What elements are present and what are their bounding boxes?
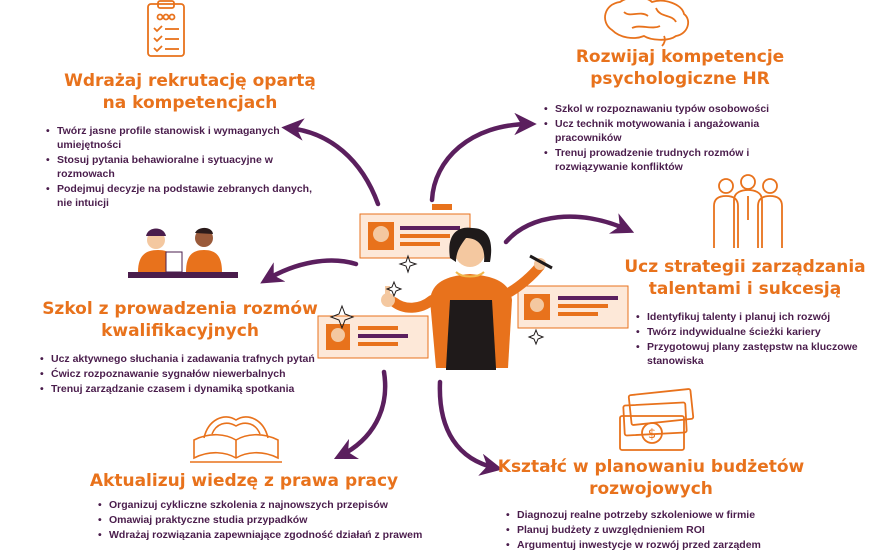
arrow-to-talent [503, 213, 635, 245]
svg-text:$: $ [648, 427, 656, 442]
list-item: Ucz aktywnego słuchania i zadawania traf… [40, 352, 330, 366]
section-items: Twórz jasne profile stanowisk i wymagany… [46, 124, 316, 210]
central-presenter-illustration [317, 204, 629, 370]
section-items: Ucz aktywnego słuchania i zadawania traf… [40, 352, 330, 396]
section-recruitment: Wdrażaj rekrutację opartą na kompetencja… [40, 70, 340, 211]
list-item: Twórz indywidualne ścieżki kariery [636, 325, 868, 339]
clipboard-checklist-icon [147, 0, 185, 57]
section-title: Szkol z prowadzenia rozmów kwalifikacyjn… [42, 299, 318, 341]
arrow-to-interviews [260, 258, 359, 284]
section-title: Rozwijaj kompetencje psychologiczne HR [575, 47, 785, 89]
section-title: Ucz strategii zarządzania talentami i su… [624, 257, 866, 299]
section-title: Kształć w planowaniu budżetów rozwojowyc… [497, 457, 805, 499]
list-item: Organizuj cykliczne szkolenia z najnowsz… [98, 498, 408, 512]
interview-people-icon [128, 227, 238, 278]
arrow-to-psychology [429, 112, 537, 203]
section-items: Szkol w rozpoznawaniu typów osobowości U… [544, 102, 794, 174]
list-item: Przygotowuj plany zastępstw na kluczowe … [636, 340, 868, 368]
list-item: Trenuj prowadzenie trudnych rozmów i roz… [544, 146, 794, 174]
section-title: Wdrażaj rekrutację opartą na kompetencja… [64, 71, 316, 113]
diagram-graphics: $ [128, 0, 783, 476]
list-item: Planuj budżety z uwzględnieniem ROI [506, 523, 796, 537]
list-item: Omawiaj praktyczne studia przypadków [98, 513, 408, 527]
list-item: Trenuj zarządzanie czasem i dynamiką spo… [40, 382, 330, 396]
list-item: Argumentuj inwestycje w rozwój przed zar… [506, 538, 796, 552]
section-items: Identyfikuj talenty i planuj ich rozwój … [636, 310, 868, 368]
brain-icon [604, 0, 690, 47]
team-people-icon [713, 174, 783, 248]
section-interviews: Szkol z prowadzenia rozmów kwalifikacyjn… [30, 298, 330, 397]
section-title: Aktualizuj wiedzę z prawa pracy [89, 471, 399, 491]
section-talent: Ucz strategii zarządzania talentami i su… [620, 256, 870, 369]
section-labor-law: Aktualizuj wiedzę z prawa pracy Organizu… [84, 470, 422, 543]
connector-arrows [260, 112, 635, 476]
list-item: Identyfikuj talenty i planuj ich rozwój [636, 310, 868, 324]
list-item: Twórz jasne profile stanowisk i wymagany… [46, 124, 316, 152]
money-bills-icon: $ [619, 388, 695, 451]
list-item: Podejmuj decyzje na podstawie zebranych … [46, 182, 316, 210]
list-item: Stosuj pytania behawioralne i sytuacyjne… [46, 153, 316, 181]
section-items: Organizuj cykliczne szkolenia z najnowsz… [98, 498, 422, 542]
list-item: Ucz technik motywowania i angażowania pr… [544, 117, 794, 145]
section-psychology: Rozwijaj kompetencje psychologiczne HR S… [530, 46, 830, 175]
open-book-icon [190, 416, 282, 463]
arrow-to-budget [437, 379, 503, 476]
list-item: Ćwicz rozpoznawanie sygnałów niewerbalny… [40, 367, 330, 381]
arrow-to-labor-law [333, 369, 388, 460]
list-item: Diagnozuj realne potrzeby szkoleniowe w … [506, 508, 796, 522]
section-items: Diagnozuj realne potrzeby szkoleniowe w … [506, 508, 796, 552]
list-item: Szkol w rozpoznawaniu typów osobowości [544, 102, 794, 116]
section-budget: Kształć w planowaniu budżetów rozwojowyc… [496, 456, 806, 553]
list-item: Wdrażaj rozwiązania zapewniające zgodnoś… [98, 528, 422, 542]
